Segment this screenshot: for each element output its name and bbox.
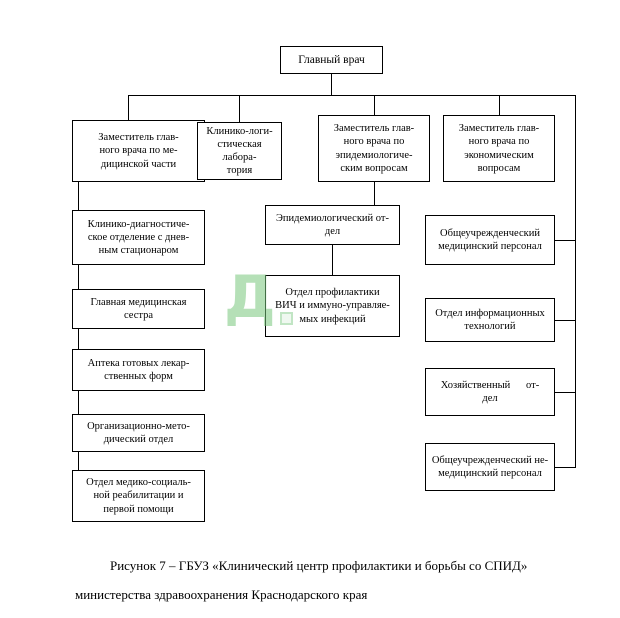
org-node-general-nonmedical-staff: Общеучрежденческий не- медицинский персо…: [425, 443, 555, 491]
connector-epid-drop: [374, 182, 375, 206]
org-node-pharmacy: Аптека готовых лекар- ственных форм: [72, 349, 205, 391]
figure-caption-line1: Рисунок 7 – ГБУЗ «Клинический центр проф…: [110, 558, 528, 573]
connector-root-drop: [331, 74, 332, 96]
org-node-clinical-diagnostic-dept: Клинико-диагностиче- ское отделение с дн…: [72, 210, 205, 265]
org-node-deputy-medical: Заместитель глав- ного врача по ме- дици…: [72, 120, 205, 182]
connector-stub-econ-1: [555, 240, 575, 241]
org-node-epidemiology-dept: Эпидемиологический от- дел: [265, 205, 400, 245]
org-node-org-method-dept: Организационно-мето- дический отдел: [72, 414, 205, 452]
connector-top-bus: [128, 95, 576, 96]
connector-drop-deputy-economics: [499, 95, 500, 116]
org-node-deputy-economics: Заместитель глав- ного врача по экономич…: [443, 115, 555, 182]
org-node-deputy-epidemiology: Заместитель глав- ного врача по эпидемио…: [318, 115, 430, 182]
org-node-medsocial-rehab-dept: Отдел медико-социаль- ной реабилитации и…: [72, 470, 205, 522]
org-node-general-medical-staff: Общеучрежденческий медицинский персонал: [425, 215, 555, 265]
connector-drop-lab: [239, 95, 240, 123]
connector-stub-econ-2: [555, 320, 575, 321]
connector-stub-econ-4: [555, 467, 575, 468]
org-node-hiv-prevention-dept: Отдел профилактики ВИЧ и иммуно-управляе…: [265, 275, 400, 337]
connector-drop-deputy-medical: [128, 95, 129, 121]
connector-epid-sub-drop: [332, 245, 333, 276]
org-node-household-dept: Хозяйственный от- дел: [425, 368, 555, 416]
connector-stub-econ-3: [555, 392, 575, 393]
org-node-chief-physician: Главный врач: [280, 46, 383, 74]
connector-drop-deputy-epidemiology: [374, 95, 375, 116]
connector-right-rail: [575, 95, 576, 468]
figure-caption-line2: министерства здравоохранения Краснодарск…: [75, 587, 368, 602]
org-node-chief-nurse: Главная медицинская сестра: [72, 289, 205, 329]
org-node-it-dept: Отдел информационных технологий: [425, 298, 555, 342]
org-node-clinical-lab: Клинико-логи- стическая лабора- тория: [197, 122, 282, 180]
